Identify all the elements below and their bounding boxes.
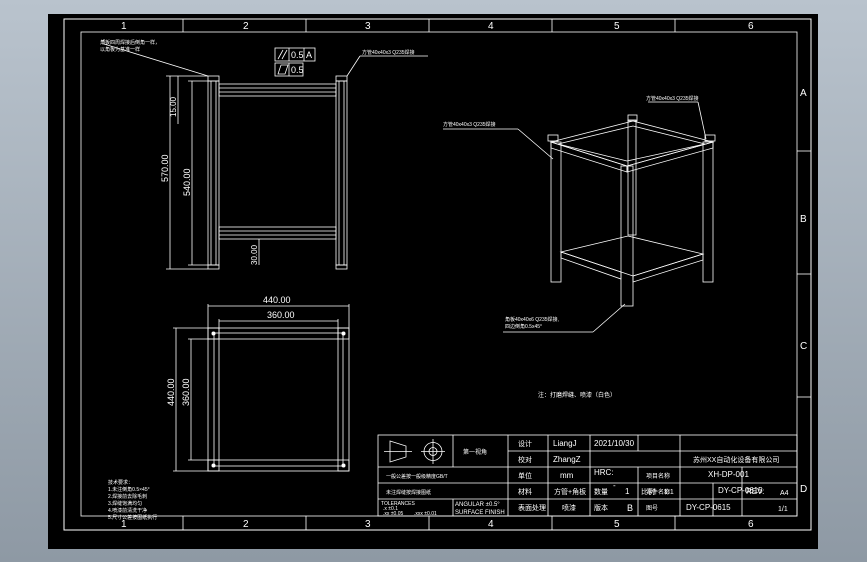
- design-label: 设计: [518, 439, 532, 448]
- gdt-frame: 0.5 A 0.5: [274, 47, 316, 77]
- dim-top-part: 15.00: [169, 96, 178, 117]
- company-name: 苏州XX自动化设备有限公司: [693, 455, 779, 464]
- dim-outer-width: 440.00: [263, 295, 291, 305]
- front-view[interactable]: 570.00 540.00 15.00 30.00 角板四周焊接后倒角一样， 以…: [100, 39, 428, 270]
- version-label: 版本: [594, 503, 608, 512]
- col-label-6: 6: [748, 21, 754, 32]
- angular-tol: ANGULAR ±0.5°: [455, 502, 500, 508]
- col-label-3: 3: [365, 21, 371, 32]
- tech-req-2: 2.焊接前去除毛刺: [108, 493, 147, 500]
- iso-label-bottom-1: 角板40x40x6 Q235焊接,: [505, 316, 559, 323]
- unit-value: mm: [560, 471, 574, 480]
- checker: ZhangZ: [553, 455, 581, 464]
- dim-inner-height-top: 360.00: [181, 378, 191, 406]
- note-plate-weld-1: 角板四周焊接后倒角一样，: [100, 39, 160, 46]
- tech-req-5: 5.尺寸公差按图纸执行: [108, 514, 157, 521]
- dim-total-height: 570.00: [160, 154, 170, 182]
- hardness-value: -: [613, 481, 616, 490]
- unit-label: 单位: [518, 471, 532, 480]
- gdt-flatness-tol: 0.5: [291, 65, 304, 75]
- note-plate-weld-2: 以角板为基准一样: [100, 46, 140, 53]
- dim-inner-height: 540.00: [182, 168, 192, 196]
- check-label: 校对: [518, 455, 532, 464]
- col-label-4: 4: [488, 21, 494, 32]
- drawing-date: 2021/10/30: [594, 439, 635, 448]
- surface-treatment-label: 表面处理: [518, 503, 546, 512]
- project-number: XH-DP-001: [708, 470, 749, 479]
- part-number: DY-CP-0615: [718, 486, 763, 495]
- dim-inner-width: 360.00: [267, 310, 295, 320]
- qty-value: 1: [625, 487, 630, 496]
- general-tol-note: 一般公差按一般级精度GB/T: [386, 473, 448, 480]
- drawing-number-label: 图号: [646, 505, 658, 512]
- part-name-label: 零件名称: [646, 488, 670, 496]
- hardness-label: HRC:: [594, 468, 614, 477]
- dim-outer-height: 440.00: [166, 378, 176, 406]
- scale-value: 1:1: [664, 489, 674, 496]
- tolerance-2: .xx ±0.05: [383, 511, 403, 517]
- gdt-datum-ref: A: [306, 50, 312, 60]
- rev-value: A4: [780, 490, 789, 497]
- tech-req-4: 4.喷漆前清洗干净: [108, 507, 147, 514]
- note-tube-weld: 方管40x40x3 Q235焊接: [362, 49, 415, 56]
- row-label-d: D: [800, 484, 807, 495]
- sheet-number: 1/1: [778, 506, 788, 513]
- surface-finish: SURFACE FINISH: [455, 510, 505, 516]
- treatment-value: 喷漆: [562, 503, 576, 512]
- tolerances-title: TOLERANCES: [381, 501, 415, 507]
- cad-viewport[interactable]: 1 2 3 4 5 6 1 2 3 4 5 6 A B C D: [48, 14, 818, 549]
- col-label-3-bottom: 3: [365, 519, 371, 530]
- col-label-6-bottom: 6: [748, 519, 754, 530]
- tech-req-1: 1.未注倒角0.5×45°: [108, 486, 150, 493]
- designer: LiangJ: [553, 439, 577, 448]
- qty-label: 数量: [594, 487, 608, 496]
- weld-note: 未注焊缝按焊接图纸: [386, 489, 431, 496]
- top-view[interactable]: 440.00 360.00 440.00 360.00: [166, 295, 350, 472]
- scale-label: 比例: [641, 487, 655, 496]
- iso-label-left: 方管40x40x3 Q235焊接: [443, 121, 496, 128]
- project-name-label: 项目名称: [646, 472, 670, 480]
- col-label-1-bottom: 1: [121, 519, 127, 530]
- material-value: 方管+角板: [554, 487, 586, 496]
- dim-foot: 30.00: [250, 244, 259, 265]
- row-label-a: A: [800, 88, 807, 99]
- drawing-notes: 注：打磨焊缝、喷漆（白色） 技术要求： 1.未注倒角0.5×45° 2.焊接前去…: [108, 391, 616, 521]
- paint-note: 注：打磨焊缝、喷漆（白色）: [538, 391, 616, 399]
- projection-label: 第一视角: [463, 448, 487, 456]
- material-label: 材料: [518, 487, 532, 496]
- row-label-b: B: [800, 214, 807, 225]
- iso-label-top: 方管40x40x3 Q235焊接: [646, 95, 699, 102]
- isometric-view[interactable]: 方管40x40x3 Q235焊接 方管40x40x3 Q235焊接 角板40x4…: [443, 95, 716, 333]
- title-block[interactable]: 第一视角 一般公差按一般级精度GB/T 未注焊缝按焊接图纸 TOLERANCES…: [377, 434, 798, 517]
- tech-req-title: 技术要求：: [108, 479, 133, 486]
- col-label-1: 1: [121, 21, 127, 32]
- col-label-2-bottom: 2: [243, 519, 249, 530]
- row-label-c: C: [800, 341, 807, 352]
- zone-markers: 1 2 3 4 5 6 1 2 3 4 5 6 A B C D: [121, 19, 811, 530]
- col-label-4-bottom: 4: [488, 519, 494, 530]
- tolerance-3: .xxx ±0.01: [414, 511, 437, 517]
- tech-req-3: 3.焊缝饱满均匀: [108, 500, 142, 507]
- col-label-5: 5: [614, 21, 620, 32]
- rev-label: REV:: [746, 487, 764, 496]
- drawing-number: DY-CP-0615: [686, 503, 731, 512]
- col-label-2: 2: [243, 21, 249, 32]
- version-value: B: [627, 503, 633, 513]
- tolerance-1: .x ±0.1: [383, 506, 398, 512]
- gdt-parallel-tol: 0.5: [291, 50, 304, 60]
- col-label-5-bottom: 5: [614, 519, 620, 530]
- iso-label-bottom-2: 四边倒角0.5x45°: [505, 323, 542, 330]
